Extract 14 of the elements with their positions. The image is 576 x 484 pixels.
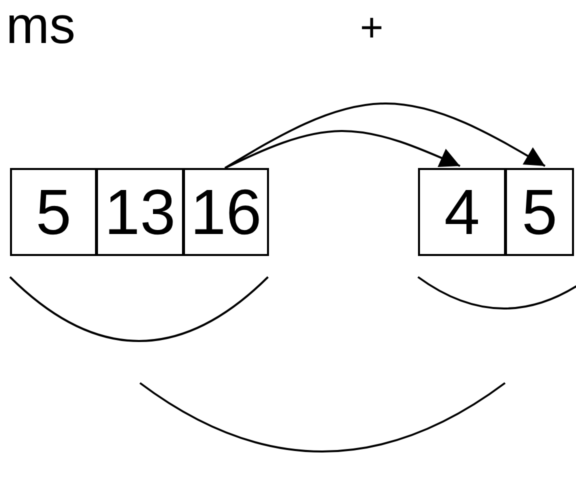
arrow bbox=[224, 102, 546, 169]
array-cell bbox=[505, 168, 574, 256]
cell-value: 5 bbox=[36, 180, 72, 244]
plus-sign: + bbox=[360, 8, 384, 48]
arrow bbox=[224, 130, 460, 169]
array-cell bbox=[96, 168, 184, 256]
array-cell bbox=[183, 168, 269, 256]
cell-value: 5 bbox=[522, 180, 558, 244]
cell-value: 4 bbox=[444, 180, 480, 244]
cell-value: 13 bbox=[104, 180, 176, 244]
array-cell bbox=[418, 168, 506, 256]
array-cell bbox=[10, 168, 97, 256]
title: ms bbox=[6, 0, 76, 52]
cell-value: 16 bbox=[190, 180, 262, 244]
